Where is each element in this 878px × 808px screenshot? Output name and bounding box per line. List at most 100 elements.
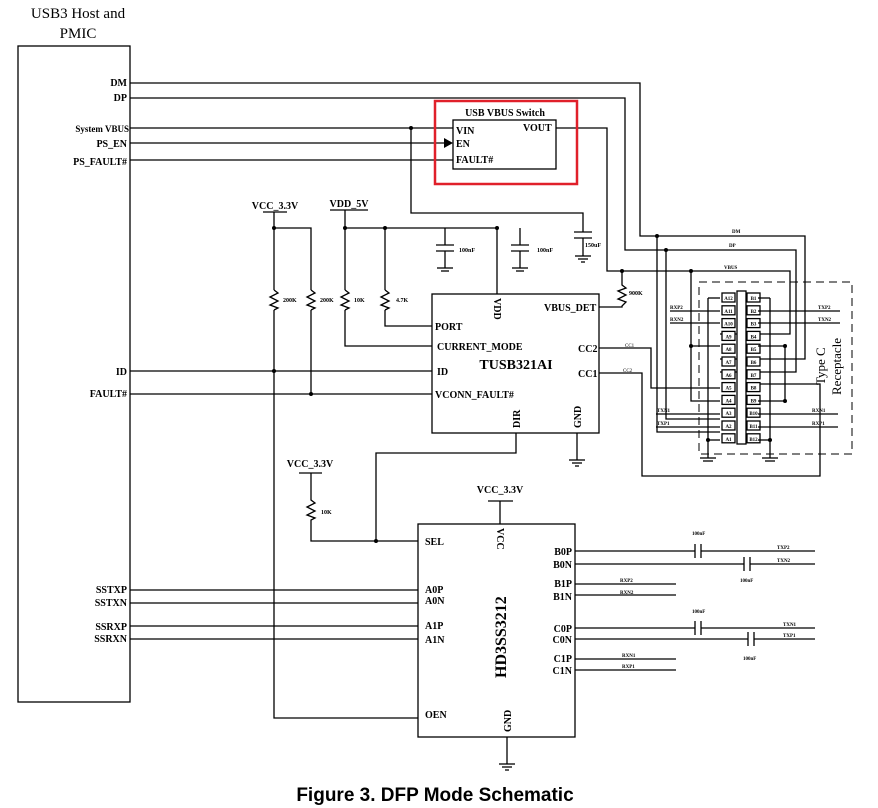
host-pin-fault: FAULT# xyxy=(90,389,127,400)
receptacle-pin-b-box xyxy=(746,369,761,380)
receptacle-tongue xyxy=(736,290,747,445)
net-label-c0p: TXN1 xyxy=(783,623,797,628)
resistor-r6-value: 10K xyxy=(321,510,332,516)
receptacle-pin-b-label: B11 xyxy=(749,425,758,430)
rail-vcc33-top: VCC_3.3V xyxy=(252,201,299,212)
hd3-pin-gnd: GND xyxy=(503,710,514,732)
vbus-switch-highlight xyxy=(433,99,579,186)
hd3-pin-sel: SEL xyxy=(425,537,444,548)
net-label-b1n: RXN2 xyxy=(620,591,634,596)
receptacle-pin-b-label: B1 xyxy=(751,297,757,302)
receptacle-pin-b-label: B12 xyxy=(749,438,758,443)
cap-c1-value: 100nF xyxy=(459,248,475,254)
hd3-pin-c0p: C0P xyxy=(554,624,572,635)
net-label-dp: DP xyxy=(729,244,736,249)
host-pin-id: ID xyxy=(116,367,127,378)
hd3-pin-b1p: B1P xyxy=(554,579,572,590)
net-label-txn1: TXN1 xyxy=(657,409,671,414)
receptacle-title-line2: Receptacle xyxy=(829,338,844,395)
net-label-txp1: TXP1 xyxy=(657,422,670,427)
enable-arrow-icon xyxy=(444,138,453,148)
receptacle-pin-a-label: A9 xyxy=(725,335,732,340)
tusb-pin-current-mode: CURRENT_MODE xyxy=(437,342,523,353)
tusb-pin-dir: DIR xyxy=(512,409,523,428)
net-label-cc2-out: CC1 xyxy=(625,344,635,349)
net-label-rxp2: RXP2 xyxy=(670,306,683,311)
receptacle-pin-a-box xyxy=(721,420,736,431)
hd3-pin-a0p: A0P xyxy=(425,585,443,596)
tusb-pin-vdd: VDD xyxy=(491,298,502,320)
tusb-pin-cc2: CC2 xyxy=(578,344,597,355)
host-pin-sstxn: SSTXN xyxy=(95,598,128,609)
hd3-pin-a1n: A1N xyxy=(425,635,445,646)
net-label-b0n: TXN2 xyxy=(777,559,791,564)
receptacle-pin-a-label: A6 xyxy=(725,374,732,379)
receptacle-pin-a-box xyxy=(721,343,736,354)
tusb-pin-vbus-det: VBUS_DET xyxy=(544,303,597,314)
host-pin-ssrxp: SSRXP xyxy=(95,622,127,633)
net-label-vbus: VBUS xyxy=(724,266,738,271)
tusb-pin-vconn-fault: VCONN_FAULT# xyxy=(435,390,514,401)
host-pin-sstxp: SSTXP xyxy=(96,585,127,596)
hd3-pin-c1p: C1P xyxy=(554,654,572,665)
hd3-part-name: HD3SS3212 xyxy=(493,596,510,678)
net-label-c1p: RXN1 xyxy=(622,654,636,659)
resistor-r1-value: 200K xyxy=(283,298,297,304)
vbus-switch-pin-fault: FAULT# xyxy=(456,155,493,166)
cap-c3-value: 150uF xyxy=(585,243,601,249)
tusb-pin-gnd: GND xyxy=(573,406,584,428)
receptacle-pin-a-label: A4 xyxy=(725,399,732,404)
hd3-pin-b1n: B1N xyxy=(553,592,573,603)
receptacle-pin-b-label: B3 xyxy=(751,323,757,328)
receptacle-pin-b-label: B7 xyxy=(751,374,757,379)
receptacle-pin-a-box xyxy=(721,433,736,444)
receptacle-pin-a-box xyxy=(721,407,736,418)
receptacle-pin-a-label: A3 xyxy=(725,412,732,417)
receptacle-pin-b-box xyxy=(746,305,761,316)
hd3-pin-oen: OEN xyxy=(425,710,447,721)
host-block xyxy=(17,45,131,703)
net-label-c0n: TXP1 xyxy=(783,634,796,639)
net-label-txp2: TXP2 xyxy=(818,306,831,311)
rail-vdd5: VDD_5V xyxy=(330,199,370,210)
net-label-cc1-out: CC2 xyxy=(623,369,633,374)
type-c-receptacle-outline xyxy=(698,281,853,455)
hd3-pin-vcc: VCC xyxy=(494,528,505,550)
ground-symbols xyxy=(437,255,591,272)
hd3-pin-c0n: C0N xyxy=(553,635,573,646)
receptacle-title-line1: Type C xyxy=(813,347,828,385)
receptacle-pin-a-box xyxy=(721,381,736,393)
receptacle-pin-a-box xyxy=(721,394,736,406)
hd3-pin-a0n: A0N xyxy=(425,596,445,607)
receptacle-pin-b-box xyxy=(746,433,761,444)
tusb-pin-port: PORT xyxy=(435,322,463,333)
vbus-switch-block xyxy=(452,119,557,170)
junction-dot xyxy=(409,126,413,130)
figure-caption: Figure 3. DFP Mode Schematic xyxy=(296,785,574,806)
resistor-r3-value: 10K xyxy=(354,298,365,304)
net-label-c1n: RXP1 xyxy=(622,665,635,670)
rail-vcc33-hd3: VCC_3.3V xyxy=(477,485,524,496)
receptacle-pin-b-box xyxy=(746,356,761,367)
vbus-switch-pin-vin: VIN xyxy=(456,126,475,137)
receptacle-pin-a-label: A11 xyxy=(724,310,733,315)
hd3-pin-c1n: C1N xyxy=(553,666,573,677)
receptacle-pin-b-box xyxy=(746,394,761,406)
vbus-switch-pin-en: EN xyxy=(456,139,471,150)
receptacle-pin-b-box xyxy=(746,420,761,431)
host-pin-ps-en: PS_EN xyxy=(96,139,127,150)
receptacle-pin-b-box xyxy=(746,381,761,393)
receptacle-pin-b-label: B6 xyxy=(751,361,757,366)
cap-b0n-value: 100nF xyxy=(740,579,753,584)
cap-c0p-value: 100nF xyxy=(692,610,705,615)
receptacle-pin-b-label: B5 xyxy=(751,348,757,353)
cap-b0p-value: 100nF xyxy=(692,532,705,537)
net-label-dm: DM xyxy=(732,230,741,235)
receptacle-pin-b-box xyxy=(746,343,761,354)
cap-c0n-value: 100nF xyxy=(743,657,756,662)
net-label-rxn2: RXN2 xyxy=(670,318,684,323)
net-label-rxp1: RXP1 xyxy=(812,422,825,427)
vbus-switch-pin-vout: VOUT xyxy=(523,123,552,134)
